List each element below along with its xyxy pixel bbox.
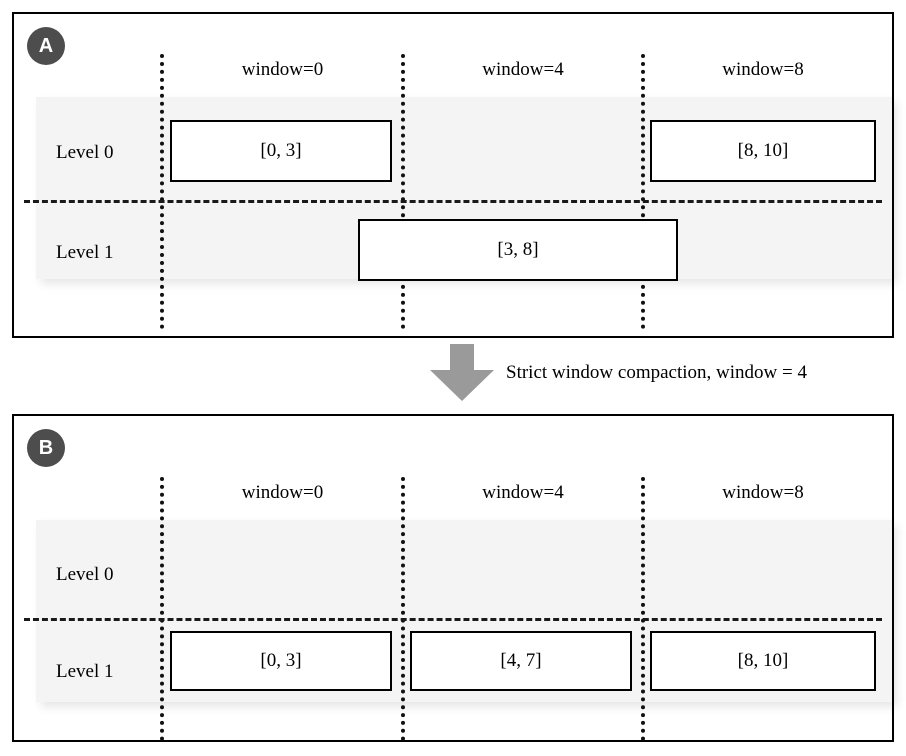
panel-a-segment-level0-1: [8, 10] <box>650 120 876 182</box>
panel-a: A window=0 window=4 window=8 Level 0 Lev… <box>12 12 894 338</box>
transition-caption: Strict window compaction, window = 4 <box>506 362 807 383</box>
panel-a-level-divider <box>24 200 882 203</box>
panel-b-window-divider-0 <box>160 477 164 741</box>
panel-a-row-label-level-0: Level 0 <box>56 142 114 163</box>
panel-b-segment-level1-1: [4, 7] <box>410 631 632 691</box>
panel-a-column-label-window-0: window=0 <box>241 59 324 80</box>
panel-b-badge: B <box>27 429 65 467</box>
panel-a-row-label-level-1: Level 1 <box>56 242 114 263</box>
panel-b-row-label-level-0: Level 0 <box>56 564 114 585</box>
panel-a-column-label-window-4: window=4 <box>482 59 564 80</box>
panel-a-segment-level0-0: [0, 3] <box>170 120 392 182</box>
panel-a-window-divider-4 <box>401 54 405 329</box>
panel-a-window-divider-8 <box>641 54 645 329</box>
panel-a-column-label-window-8: window=8 <box>722 59 804 80</box>
panel-b-segment-level1-2: [8, 10] <box>650 631 876 691</box>
panel-b-column-label-window-0: window=0 <box>241 482 324 503</box>
panel-b-window-divider-8 <box>641 477 645 741</box>
panel-b-column-label-window-8: window=8 <box>722 482 804 503</box>
panel-b-window-divider-4 <box>401 477 405 741</box>
panel-a-badge: A <box>27 27 65 65</box>
panel-b: B window=0 window=4 window=8 Level 0 Lev… <box>12 414 894 742</box>
panel-a-segment-level1-0: [3, 8] <box>358 219 678 281</box>
panel-b-row-label-level-1: Level 1 <box>56 661 114 682</box>
panel-b-level-divider <box>24 618 882 621</box>
transition-arrow <box>428 344 496 402</box>
panel-b-column-label-window-4: window=4 <box>482 482 564 503</box>
panel-b-segment-level1-0: [0, 3] <box>170 631 392 691</box>
down-arrow-icon <box>430 344 494 401</box>
panel-a-window-divider-0 <box>160 54 164 329</box>
